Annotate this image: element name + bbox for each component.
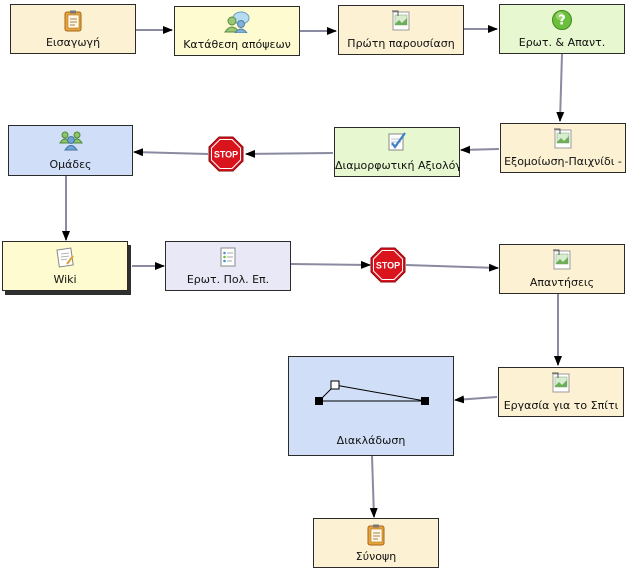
node-label: Εξομοίωση-Παιχνίδι - (504, 155, 622, 168)
stop-sign-label: STOP (214, 150, 238, 160)
wiki-page-icon (56, 247, 74, 268)
connector-erot-exomoiosi (556, 53, 565, 122)
node-omades[interactable]: Ομάδες (8, 125, 133, 176)
node-label: Κατάθεση απόψεων (183, 38, 291, 51)
node-label: Ερωτ. & Απαντ. (518, 36, 606, 49)
node-ergasia[interactable]: Εργασία για το Σπίτι (498, 367, 624, 417)
node-label: Εργασία για το Σπίτι (503, 399, 619, 412)
multiple-choice-icon (220, 247, 236, 267)
node-katathesi[interactable]: Κατάθεση απόψεων (174, 6, 300, 56)
node-erot-pol[interactable]: Ερωτ. Πολ. Επ. (165, 241, 291, 291)
node-diamorfotiki[interactable]: Διαμορφωτική Αξιολόγ (334, 127, 460, 177)
group-icon (58, 131, 83, 151)
node-apantiseis[interactable]: Απαντήσεις (499, 244, 625, 294)
question-icon: ? (552, 10, 572, 30)
node-label: Πρώτη παρουσίαση (347, 37, 455, 50)
node-eisagogi[interactable]: Εισαγωγή (10, 4, 136, 54)
connector-erot-pol-stop2 (290, 260, 371, 269)
node-wiki[interactable]: Wiki (2, 241, 128, 291)
node-erot-apant[interactable]: ? Ερωτ. & Απαντ. (499, 4, 625, 54)
node-label: Σύνοψη (355, 550, 397, 563)
image-slide-icon (392, 10, 410, 31)
node-label: Διαμορφωτική Αξιολόγ (335, 159, 459, 172)
node-exomoiosi[interactable]: Εξομοίωση-Παιχνίδι - (500, 123, 626, 173)
stop-sign-label: STOP (376, 261, 400, 271)
stop-sign-icon: STOP (208, 136, 244, 172)
node-synopsi[interactable]: Σύνοψη (313, 518, 439, 568)
image-slide-icon (553, 249, 571, 270)
connector-diakladosi-synopsi (369, 455, 378, 518)
node-label: Wiki (53, 273, 77, 286)
node-label: Διακλάδωση (336, 434, 406, 447)
node-label: Απαντήσεις (529, 276, 595, 289)
node-label: Ερωτ. Πολ. Επ. (186, 273, 270, 286)
svg-text:?: ? (558, 14, 566, 29)
node-proti[interactable]: Πρώτη παρουσίαση (338, 5, 464, 55)
node-label: Ομάδες (49, 158, 92, 171)
connector-stop1-omades (133, 148, 209, 157)
image-slide-icon (552, 372, 570, 393)
node-label: Εισαγωγή (45, 36, 101, 49)
node-diakladosi[interactable]: Διακλάδωση (288, 356, 454, 456)
connector-stop2-apantiseis (405, 263, 499, 272)
discussion-users-icon (224, 11, 250, 33)
notebook-icon (367, 524, 385, 546)
branching-icon (315, 380, 429, 405)
notebook-icon (64, 10, 82, 32)
image-slide-icon (554, 128, 572, 149)
connector-ergasia-diakladosi (454, 395, 498, 404)
checklist-pen-icon (388, 132, 406, 151)
connector-diamorfotiki-stop1 (245, 149, 334, 158)
connector-exomoiosi-diamorfotiki (460, 145, 500, 154)
stop-sign-icon: STOP (370, 247, 406, 283)
